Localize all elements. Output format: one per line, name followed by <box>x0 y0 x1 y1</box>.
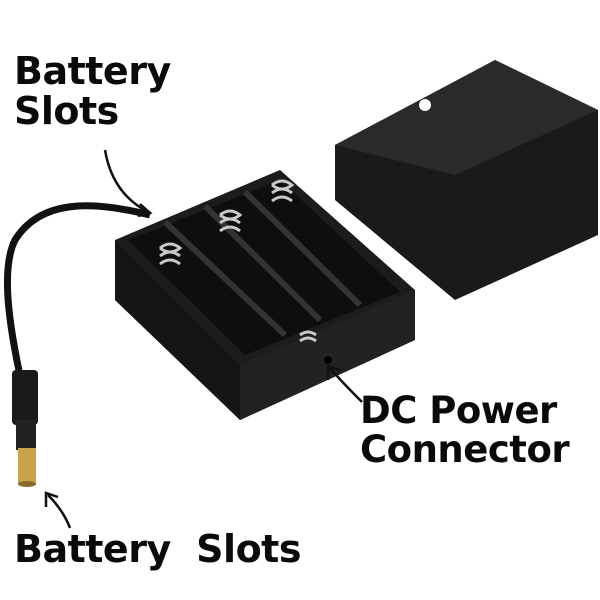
arrow-to-connector <box>329 367 363 403</box>
battery-case <box>115 170 415 420</box>
battery-lid <box>335 60 598 300</box>
arrow-to-plug <box>47 494 72 529</box>
label-line: DC Power <box>360 389 557 432</box>
label-battery-slots-top: Battery Slots <box>14 49 171 133</box>
dc-cable <box>3 202 151 386</box>
label-dc-power-connector: DC Power Connector <box>360 389 570 471</box>
dc-plug <box>12 370 38 487</box>
label-line: Battery <box>14 49 171 93</box>
label-line: Slots <box>14 88 119 133</box>
label-line: Connector <box>360 427 570 471</box>
annotation-arrows <box>44 149 363 529</box>
label-battery-slots-bottom: Battery Slots <box>14 527 301 571</box>
arrow-to-slots <box>103 149 149 214</box>
